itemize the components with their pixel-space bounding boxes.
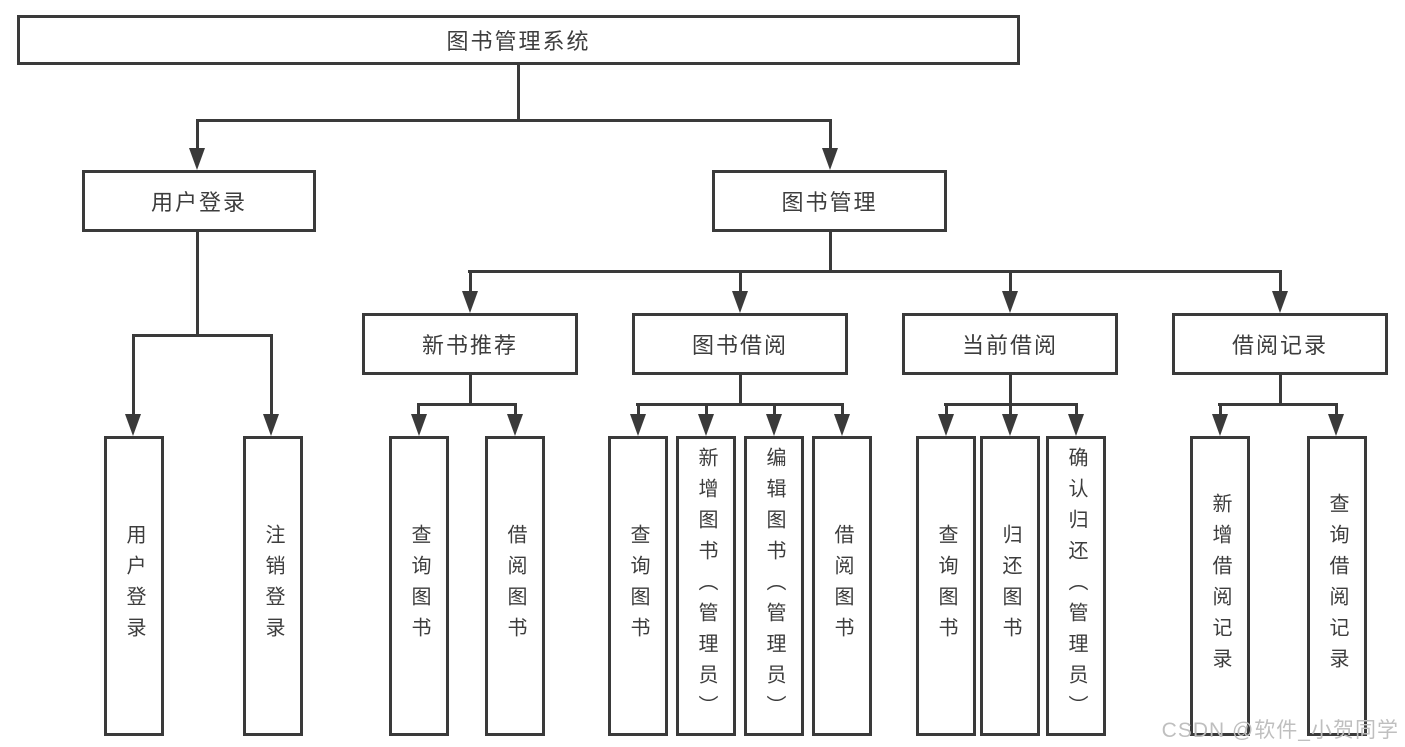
leaf-borrow-books-recommend: 借阅图书: [485, 436, 545, 736]
connector-line: [841, 403, 844, 416]
arrowhead-down-icon: [698, 414, 714, 436]
connector-line: [196, 119, 199, 150]
leaf-user-login: 用户登录: [104, 436, 164, 736]
arrowhead-down-icon: [732, 291, 748, 313]
connector-line: [468, 270, 1282, 273]
connector-line: [1279, 270, 1282, 293]
connector-line: [773, 403, 776, 416]
arrowhead-down-icon: [938, 414, 954, 436]
arrowhead-down-icon: [822, 148, 838, 170]
arrowhead-down-icon: [766, 414, 782, 436]
leaf-search-books-recommend: 查询图书: [389, 436, 449, 736]
arrowhead-down-icon: [1068, 414, 1084, 436]
node-new-book-recommendation: 新书推荐: [362, 313, 578, 375]
arrowhead-down-icon: [411, 414, 427, 436]
arrowhead-down-icon: [263, 414, 279, 436]
arrowhead-down-icon: [1002, 291, 1018, 313]
arrowhead-down-icon: [834, 414, 850, 436]
connector-line: [1219, 403, 1222, 416]
connector-line: [1335, 403, 1338, 416]
connector-line: [517, 65, 520, 121]
node-book-borrowing: 图书借阅: [632, 313, 848, 375]
connector-line: [1009, 375, 1012, 406]
connector-line: [1218, 403, 1338, 406]
node-user-login: 用户登录: [82, 170, 316, 232]
connector-line: [705, 403, 708, 416]
leaf-logout: 注销登录: [243, 436, 303, 736]
connector-line: [1279, 375, 1282, 406]
leaf-search-borrow-record: 查询借阅记录: [1307, 436, 1367, 736]
connector-line: [1009, 403, 1012, 416]
arrowhead-down-icon: [630, 414, 646, 436]
connector-line: [514, 403, 517, 416]
connector-line: [132, 334, 273, 337]
connector-line: [829, 119, 832, 150]
connector-line: [739, 270, 742, 293]
node-book-management: 图书管理: [712, 170, 947, 232]
connector-line: [829, 232, 832, 273]
leaf-return-book: 归还图书: [980, 436, 1040, 736]
connector-line: [469, 375, 472, 406]
node-library-management-system: 图书管理系统: [17, 15, 1020, 65]
arrowhead-down-icon: [1212, 414, 1228, 436]
connector-line: [132, 334, 135, 416]
connector-line: [469, 270, 472, 293]
leaf-edit-book-admin: 编辑图书（管理员）: [744, 436, 804, 736]
arrowhead-down-icon: [189, 148, 205, 170]
arrowhead-down-icon: [1002, 414, 1018, 436]
node-borrowing-records: 借阅记录: [1172, 313, 1388, 375]
node-current-borrowing: 当前借阅: [902, 313, 1118, 375]
leaf-add-book-admin: 新增图书（管理员）: [676, 436, 736, 736]
connector-line: [739, 375, 742, 406]
leaf-search-books-current: 查询图书: [916, 436, 976, 736]
connector-line: [270, 334, 273, 416]
leaf-search-books-borrowing: 查询图书: [608, 436, 668, 736]
connector-line: [196, 232, 199, 337]
connector-line: [1009, 270, 1012, 293]
leaf-borrow-books-borrowing: 借阅图书: [812, 436, 872, 736]
arrowhead-down-icon: [1328, 414, 1344, 436]
arrowhead-down-icon: [507, 414, 523, 436]
arrowhead-down-icon: [462, 291, 478, 313]
connector-line: [417, 403, 517, 406]
connector-line: [417, 403, 420, 416]
arrowhead-down-icon: [1272, 291, 1288, 313]
csdn-watermark: CSDN @软件_小贺同学: [1161, 719, 1399, 742]
arrowhead-down-icon: [125, 414, 141, 436]
leaf-add-borrow-record: 新增借阅记录: [1190, 436, 1250, 736]
connector-line: [636, 403, 844, 406]
leaf-confirm-return-admin: 确认归还（管理员）: [1046, 436, 1106, 736]
connector-line: [637, 403, 640, 416]
connector-line: [196, 119, 832, 122]
connector-line: [945, 403, 948, 416]
connector-line: [1075, 403, 1078, 416]
